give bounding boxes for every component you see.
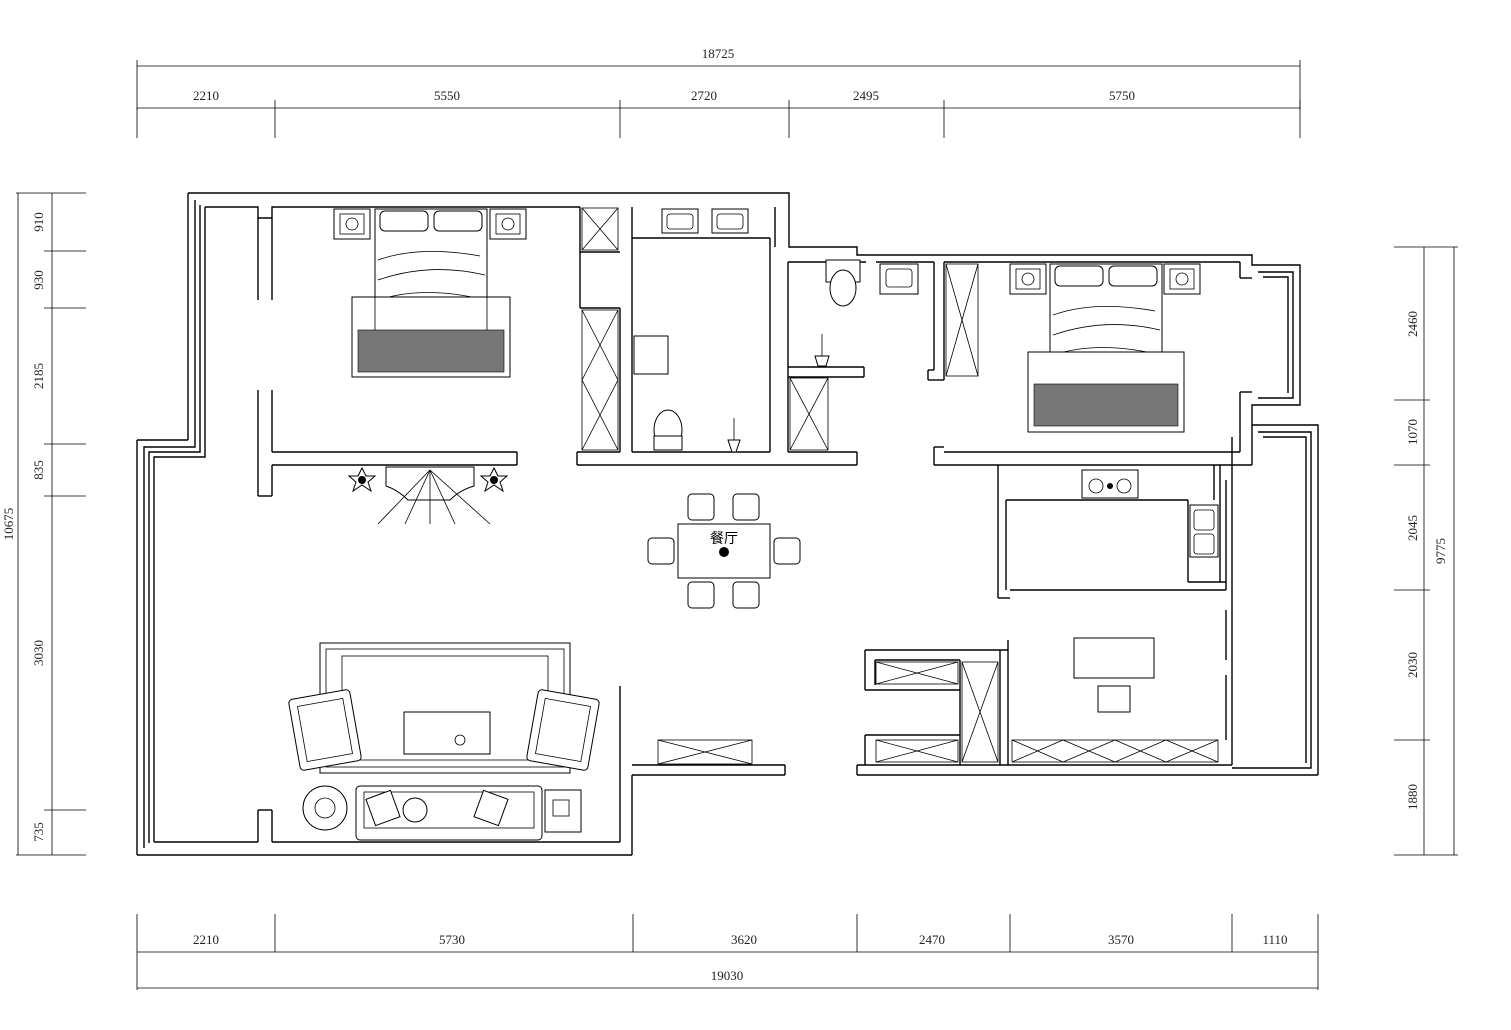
dim-top-seg-5: 5750	[1109, 88, 1135, 103]
dim-right-seg-2: 1070	[1405, 419, 1420, 445]
dim-bottom-total: 19030	[711, 968, 744, 983]
dim-top-seg-3: 2720	[691, 88, 717, 103]
bottom-dimension-chain	[136, 914, 1319, 990]
dim-right-seg-1: 2460	[1405, 311, 1420, 337]
dim-right-total: 9775	[1433, 538, 1448, 564]
dim-bottom-seg-1: 2210	[193, 932, 219, 947]
center-bathroom-walls	[576, 207, 945, 466]
dim-left-seg-4: 835	[31, 460, 46, 480]
dim-left-total: 10675	[1, 508, 16, 541]
dim-left-seg-3: 2185	[31, 363, 46, 389]
dim-top-total: 18725	[702, 46, 735, 61]
dim-left-seg-2: 930	[31, 270, 46, 290]
dim-left-seg-1: 910	[31, 212, 46, 232]
side-table-square	[544, 789, 582, 833]
dim-right-seg-5: 1880	[1405, 784, 1420, 810]
bedroom-left-walls	[257, 218, 518, 497]
dim-top-seg-1: 2210	[193, 88, 219, 103]
left-dimension-chain	[16, 192, 86, 856]
bed-right	[1009, 263, 1201, 433]
bedroom-right-walls	[933, 261, 1253, 466]
armchair-left	[288, 689, 362, 771]
plant-left	[347, 466, 377, 493]
dim-bottom-seg-6: 1110	[1262, 932, 1287, 947]
dim-bottom-seg-4: 2470	[919, 932, 945, 947]
sofa	[355, 785, 543, 841]
plant-right	[479, 466, 509, 493]
dining-set	[647, 493, 801, 609]
coffee-table	[403, 711, 491, 755]
dim-bottom-seg-5: 3570	[1108, 932, 1134, 947]
dim-right-seg-4: 2030	[1405, 652, 1420, 678]
wardrobe-closets	[581, 207, 1219, 765]
top-dimension-chain	[136, 60, 1301, 138]
kitchen-fixtures	[1081, 469, 1219, 558]
right-wing-walls	[856, 271, 1318, 776]
right-dimension-chain	[1394, 246, 1458, 856]
stair-fan	[377, 466, 491, 525]
dim-top-seg-2: 5550	[434, 88, 460, 103]
armchair-right	[526, 689, 600, 771]
bathroom-center-fixtures	[633, 208, 919, 453]
dim-left-seg-5: 3030	[31, 640, 46, 666]
bed-left	[333, 208, 527, 378]
dim-left-seg-6: 735	[31, 822, 46, 842]
entry-table	[1073, 637, 1155, 713]
dim-bottom-seg-2: 5730	[439, 932, 465, 947]
room-label-dining: 餐厅	[710, 531, 738, 547]
dim-bottom-seg-3: 3620	[731, 932, 757, 947]
kitchen-walls	[997, 465, 1227, 740]
dim-right-seg-3: 2045	[1405, 515, 1420, 541]
side-table-round	[302, 785, 348, 831]
dim-top-seg-4: 2495	[853, 88, 879, 103]
entry-walls	[864, 640, 1009, 765]
